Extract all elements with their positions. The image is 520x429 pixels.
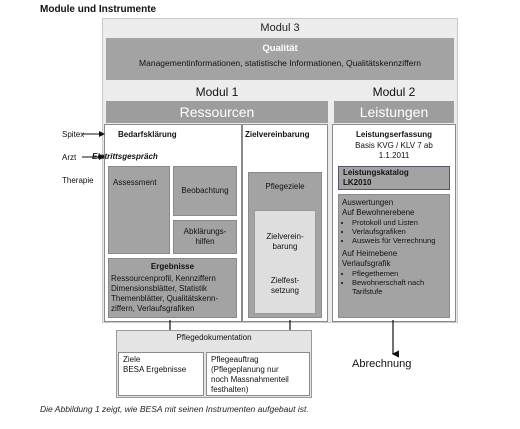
page-heading: Module und Instrumente — [40, 4, 157, 15]
auftrag-line: noch Massnahmenteil — [211, 375, 289, 384]
basis-label: Basis KVG / KLV 7 ab — [355, 141, 433, 150]
quality-title: Qualität — [262, 42, 298, 54]
ziele-line: BESA Ergebnisse — [123, 365, 187, 374]
zielvereinbarung-title: Zielvereinbarung — [245, 130, 310, 139]
leistungskatalog-box — [338, 166, 450, 190]
pflegeziele-label: Pflegeziele — [265, 182, 305, 191]
zielsetzung-box — [254, 210, 316, 314]
list-item: Ausweis für Verrechnung — [352, 236, 448, 245]
beobachtung-box: Beobachtung — [173, 166, 237, 216]
ergebnisse-line: Themenblätter, Qualitätskenn- — [111, 294, 219, 303]
eintrittsgespraech-label: Eintrittsgespräch — [92, 152, 158, 161]
input-arrows — [82, 131, 105, 160]
arzt-label: Arzt — [62, 153, 77, 162]
auswertungen-content: Auswertungen Auf Bewohnerebene Protokoll… — [342, 198, 448, 296]
abklaerungshilfen-box: Abklärungs- hilfen — [173, 220, 237, 254]
verlaufsgrafik-label: Verlaufsgrafik — [342, 259, 391, 268]
figure-caption: Die Abbildung 1 zeigt, wie BESA mit sein… — [40, 404, 309, 414]
zielfestsetzung-label: Zielfest- setzung — [270, 276, 300, 295]
list-item: Verlaufsgrafiken — [352, 227, 448, 236]
auftrag-line: Pflegeauftrag — [211, 355, 259, 364]
basis-date: 1.1.2011 — [378, 151, 410, 160]
quality-bar — [106, 38, 454, 80]
ergebnisse-line: ziffern, Verlaufsgrafiken — [111, 304, 195, 313]
auswertungen-box — [338, 194, 450, 318]
pflegedok-auftrag-box: Pflegeauftrag (Pflegeplanung nur noch Ma… — [206, 352, 310, 396]
zielvereinbarung-inner-label: Zielverein- barung — [266, 232, 304, 251]
spitex-label: Spitex — [62, 130, 85, 139]
heimebene-list: Pflegethemen Bewohnerschaft nach Tarifst… — [342, 269, 448, 296]
pflegedokumentation-title: Pflegedokumentation — [176, 333, 252, 342]
bedarfsklaerung-title: Bedarfsklärung — [118, 130, 177, 139]
ergebnisse-title: Ergebnisse — [150, 262, 195, 271]
list-item: Pflegethemen — [352, 269, 448, 278]
modul3-title: Modul 3 — [260, 22, 300, 34]
ergebnisse-line: Ressourcenprofil, Kennziffern — [111, 274, 216, 283]
bewohnerebene-label: Auf Bewohnerebene — [342, 208, 415, 217]
ergebnisse-list: Ressourcenprofil, Kennziffern Dimensions… — [111, 274, 237, 314]
leistungen-bar: Leistungen — [334, 101, 454, 123]
therapie-label: Therapie — [62, 176, 94, 185]
auswertungen-title: Auswertungen — [342, 198, 394, 207]
ergebnisse-line: Dimensionsblätter, Statistik — [111, 284, 208, 293]
leistungserfassung-title: Leistungserfassung — [355, 130, 432, 139]
list-item: Protokoll und Listen — [352, 218, 448, 227]
ziele-line: Ziele — [123, 355, 141, 364]
ressourcen-bar: Ressourcen — [106, 101, 328, 123]
modul1-title: Modul 1 — [195, 84, 239, 99]
assessment-label: Assessment — [113, 178, 157, 187]
assessment-box — [108, 166, 170, 254]
modul2-title: Modul 2 — [372, 84, 416, 99]
beobachtung-label: Beobachtung — [181, 186, 229, 195]
abklaerungshilfen-label: Abklärungs- hilfen — [183, 227, 227, 246]
bewohnerebene-list: Protokoll und Listen Verlaufsgrafiken Au… — [342, 218, 448, 245]
auftrag-line: festhalten) — [211, 385, 249, 394]
ergebnisse-box — [108, 258, 237, 318]
heimebene-label: Auf Heimebene — [342, 249, 398, 258]
leistungskatalog-title: Leistungskatalog — [343, 168, 409, 177]
leistungskatalog-sub: LK2010 — [343, 178, 372, 187]
quality-subtitle: Managementinformationen, statistische In… — [139, 58, 421, 68]
pflegedok-ziele-box: Ziele BESA Ergebnisse — [118, 352, 204, 396]
abrechnung-label: Abrechnung — [352, 358, 412, 370]
list-item: Bewohnerschaft nach Tarifstufe — [352, 278, 448, 296]
auftrag-line: (Pflegeplanung nur — [211, 365, 279, 374]
